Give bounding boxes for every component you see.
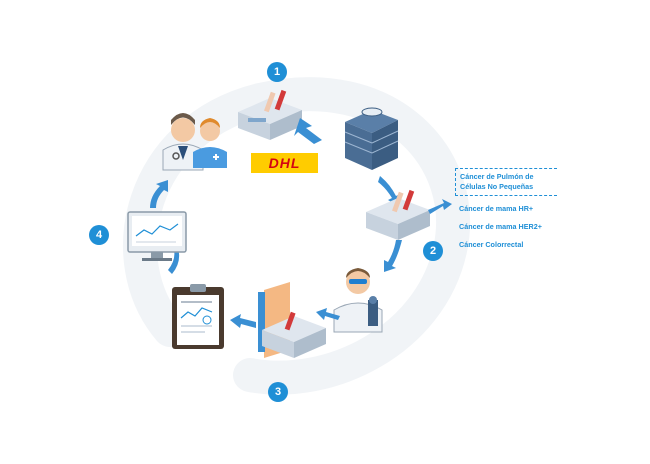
cancer-type-item: Cáncer Colorrectal: [459, 240, 524, 249]
step-1-badge: 1: [267, 62, 287, 82]
sample-kit-icon: [238, 89, 302, 140]
sample-kit-icon: [258, 282, 326, 358]
lab-scientist-icon: [333, 268, 383, 333]
report-clipboard-icon: [172, 284, 224, 349]
arrow-4b: [150, 180, 168, 208]
arrow-3a: [316, 308, 340, 320]
arrow-2b: [384, 240, 402, 272]
step-2-badge: 2: [423, 241, 443, 261]
step-4-badge: 4: [89, 225, 109, 245]
nurse-icon: [193, 118, 227, 168]
arrow-to-types: [428, 199, 452, 214]
step-3-badge: 3: [268, 382, 288, 402]
cancer-type-list: Cáncer de Pulmón de Células No Pequeñas …: [455, 168, 557, 250]
cancer-type-item: Cáncer de mama HR+: [459, 204, 534, 213]
courier-logo: DHL: [251, 153, 318, 173]
courier-label: DHL: [268, 155, 301, 171]
background-loop: [123, 77, 471, 395]
arrow-3b: [230, 314, 256, 328]
laboratory-building-icon: [344, 107, 399, 170]
cancer-type-item: Cáncer de mama HER2+: [459, 222, 542, 231]
arrow-2a: [378, 176, 400, 206]
cancer-type-highlight: Cáncer de Pulmón de Células No Pequeñas: [455, 168, 557, 196]
cancer-type-item: Cáncer de Pulmón de Células No Pequeñas: [460, 172, 534, 191]
arrow-1: [294, 118, 322, 144]
sample-kit-icon: [366, 189, 430, 240]
computer-monitor-icon: [127, 211, 187, 261]
